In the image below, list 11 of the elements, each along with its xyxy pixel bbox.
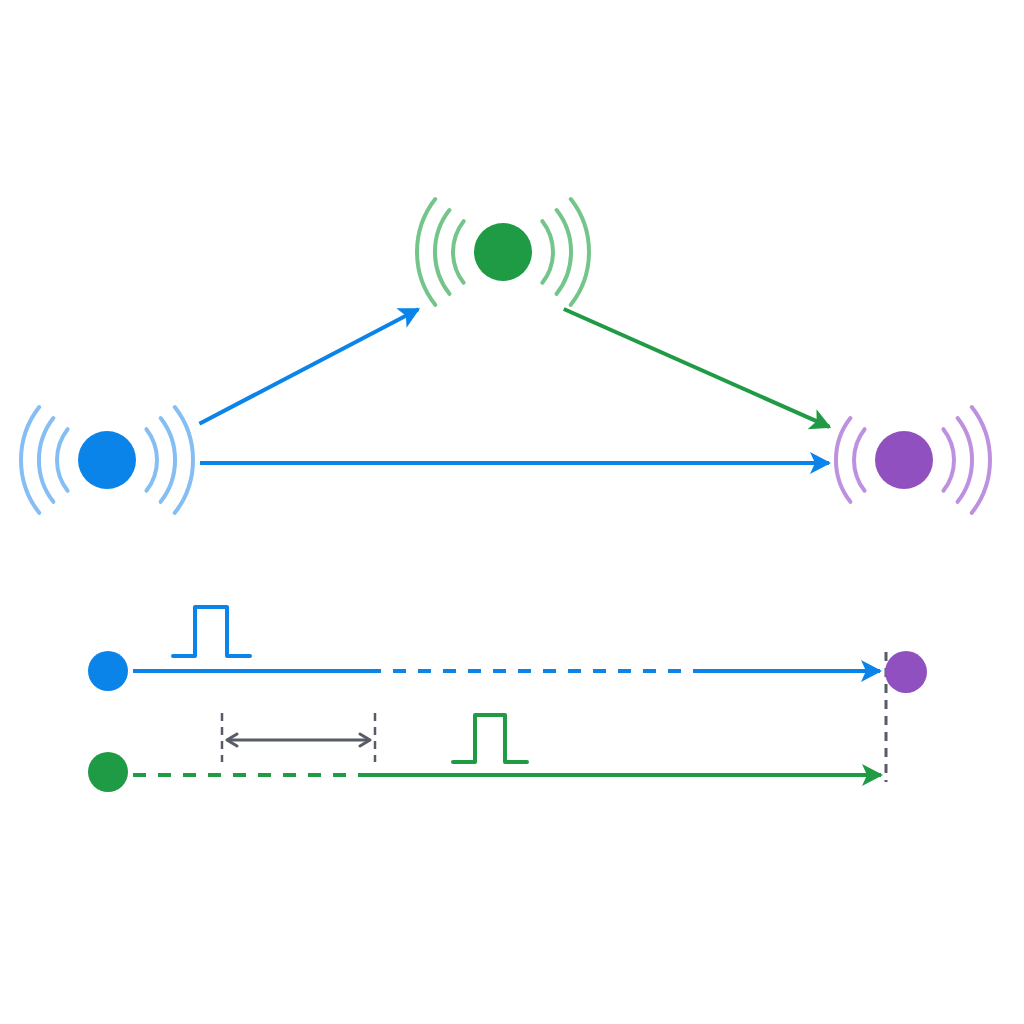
broadcast-icon bbox=[19, 405, 195, 515]
arrow bbox=[133, 660, 882, 682]
broadcast-icon bbox=[415, 197, 591, 307]
dot-icon bbox=[885, 651, 927, 693]
arrow bbox=[200, 452, 831, 474]
arrow bbox=[133, 764, 883, 786]
dot-icon bbox=[88, 651, 128, 691]
arrow bbox=[563, 307, 832, 430]
dot-icon bbox=[88, 752, 128, 792]
arrow bbox=[198, 307, 421, 426]
broadcast-icon bbox=[834, 405, 992, 515]
